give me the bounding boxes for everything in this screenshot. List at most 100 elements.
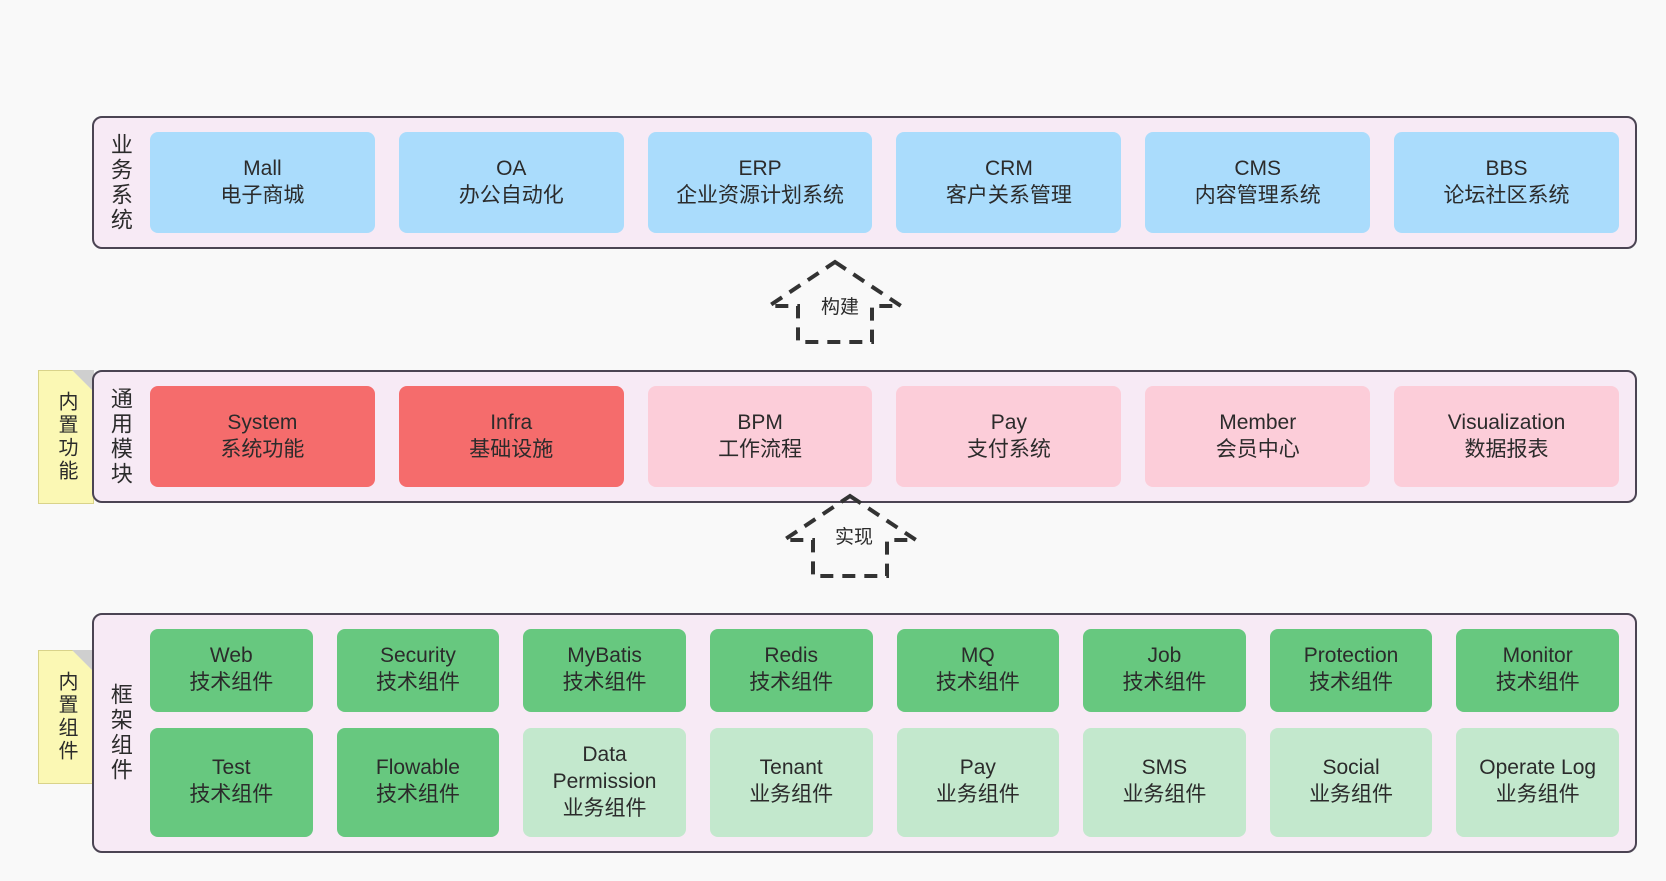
node-mall[interactable]: Mall 电子商城 (150, 132, 375, 233)
node-test-cn: 技术组件 (189, 783, 274, 807)
node-sms[interactable]: SMS 业务组件 (1083, 727, 1246, 837)
panel-body-common: System 系统功能 Infra 基础设施 BPM 工作流程 Pay 支付系统… (146, 372, 1635, 501)
node-operate-log-en: Operate Log (1479, 756, 1597, 780)
node-infra-cn: 基础设施 (469, 437, 554, 461)
node-system-en: System (227, 410, 298, 434)
connector-build-label: 构建 (818, 292, 863, 319)
panel-body-business: Mall 电子商城 OA 办公自动化 ERP 企业资源计划系统 CRM 客户关系… (146, 118, 1635, 247)
node-erp[interactable]: ERP 企业资源计划系统 (647, 132, 873, 233)
node-visualization[interactable]: Visualization 数据报表 (1394, 386, 1619, 487)
node-bbs[interactable]: BBS 论坛社区系统 (1394, 132, 1619, 233)
node-cms-cn: 内容管理系统 (1194, 183, 1321, 207)
node-cms-en: CMS (1234, 156, 1282, 180)
node-mybatis[interactable]: MyBatis 技术组件 (523, 629, 686, 712)
node-tenant-en: Tenant (759, 756, 823, 780)
node-mq-en: MQ (960, 644, 995, 668)
node-infra-en: Infra (490, 410, 533, 434)
node-sms-cn: 业务组件 (1122, 783, 1207, 807)
node-bpm[interactable]: BPM 工作流程 (647, 386, 873, 487)
connector-implement-arrow (775, 492, 925, 580)
node-social-cn: 业务组件 (1309, 783, 1394, 807)
node-web[interactable]: Web 技术组件 (150, 629, 313, 712)
layer-panel-common: 通用模块 System 系统功能 Infra 基础设施 BPM 工作流程 Pay… (92, 370, 1637, 503)
node-mq-cn: 技术组件 (935, 671, 1020, 695)
framework-row-tech: Web 技术组件 Security 技术组件 MyBatis 技术组件 Redi… (150, 629, 1619, 712)
node-mybatis-en: MyBatis (567, 644, 642, 668)
node-operate-log[interactable]: Operate Log 业务组件 (1456, 727, 1619, 837)
panel-label-business: 业务系统 (107, 132, 133, 233)
node-monitor-en: Monitor (1502, 644, 1573, 668)
layer-panel-framework: 框架组件 Web 技术组件 Security 技术组件 MyBatis 技术组件… (92, 613, 1637, 853)
node-oa[interactable]: OA 办公自动化 (398, 132, 624, 233)
node-social[interactable]: Social 业务组件 (1269, 727, 1433, 837)
node-test-en: Test (212, 756, 251, 780)
node-member-en: Member (1219, 410, 1297, 434)
node-web-cn: 技术组件 (189, 671, 274, 695)
node-sms-en: SMS (1141, 756, 1188, 780)
panel-label-framework: 框架组件 (107, 683, 133, 783)
node-bpm-en: BPM (737, 410, 783, 434)
common-row: System 系统功能 Infra 基础设施 BPM 工作流程 Pay 支付系统… (150, 386, 1619, 487)
node-data-permission[interactable]: Data Permission 业务组件 (523, 727, 686, 837)
panel-label-common: 通用模块 (107, 386, 133, 487)
node-visualization-cn: 数据报表 (1464, 437, 1549, 461)
node-flowable-cn: 技术组件 (375, 783, 460, 807)
node-bbs-en: BBS (1485, 156, 1528, 180)
node-infra[interactable]: Infra 基础设施 (398, 386, 624, 487)
node-security-en: Security (380, 644, 456, 668)
node-crm-cn: 客户关系管理 (945, 183, 1072, 207)
node-tenant-cn: 业务组件 (749, 783, 834, 807)
node-redis[interactable]: Redis 技术组件 (709, 629, 873, 712)
business-row: Mall 电子商城 OA 办公自动化 ERP 企业资源计划系统 CRM 客户关系… (150, 132, 1619, 233)
node-crm-en: CRM (984, 156, 1033, 180)
node-bpm-cn: 工作流程 (718, 437, 803, 461)
node-redis-cn: 技术组件 (749, 671, 834, 695)
node-system[interactable]: System 系统功能 (150, 386, 375, 487)
node-oa-cn: 办公自动化 (458, 183, 564, 207)
node-mall-cn: 电子商城 (220, 183, 305, 207)
node-test[interactable]: Test 技术组件 (150, 727, 313, 837)
node-data-permission-en: Data Permission (552, 742, 657, 793)
node-security-cn: 技术组件 (375, 671, 460, 695)
node-data-permission-cn: 业务组件 (562, 796, 647, 820)
node-crm[interactable]: CRM 客户关系管理 (896, 132, 1122, 233)
node-pay-component[interactable]: Pay 业务组件 (896, 727, 1060, 837)
node-pay-component-cn: 业务组件 (935, 783, 1020, 807)
node-member[interactable]: Member 会员中心 (1145, 386, 1371, 487)
node-cms[interactable]: CMS 内容管理系统 (1145, 132, 1371, 233)
node-monitor[interactable]: Monitor 技术组件 (1456, 629, 1619, 712)
node-mq[interactable]: MQ 技术组件 (896, 629, 1060, 712)
node-member-cn: 会员中心 (1215, 437, 1300, 461)
node-flowable-en: Flowable (375, 756, 460, 780)
node-security[interactable]: Security 技术组件 (336, 629, 500, 712)
node-flowable[interactable]: Flowable 技术组件 (336, 727, 500, 837)
framework-row-business: Test 技术组件 Flowable 技术组件 Data Permission … (150, 727, 1619, 837)
node-pay-component-en: Pay (959, 756, 996, 780)
node-mybatis-cn: 技术组件 (562, 671, 647, 695)
node-tenant[interactable]: Tenant 业务组件 (709, 727, 873, 837)
node-redis-en: Redis (764, 644, 819, 668)
node-erp-en: ERP (738, 156, 782, 180)
node-pay-module-cn: 支付系统 (966, 437, 1051, 461)
node-pay-module-en: Pay (990, 410, 1027, 434)
sticky-note-builtin-component: 内置组件 (38, 650, 94, 784)
node-web-en: Web (209, 644, 253, 668)
node-protection-cn: 技术组件 (1309, 671, 1394, 695)
node-protection-en: Protection (1303, 644, 1399, 668)
node-protection[interactable]: Protection 技术组件 (1269, 629, 1433, 712)
node-job[interactable]: Job 技术组件 (1083, 629, 1246, 712)
sticky-note-builtin-function: 内置功能 (38, 370, 94, 504)
node-visualization-en: Visualization (1447, 410, 1566, 434)
node-job-cn: 技术组件 (1122, 671, 1207, 695)
node-job-en: Job (1147, 644, 1182, 668)
connector-build-arrow (760, 258, 910, 346)
node-erp-cn: 企业资源计划系统 (676, 183, 845, 207)
node-monitor-cn: 技术组件 (1495, 671, 1580, 695)
layer-panel-business: 业务系统 Mall 电子商城 OA 办公自动化 ERP 企业资源计划系统 CRM… (92, 116, 1637, 249)
connector-implement-label: 实现 (832, 522, 877, 549)
panel-body-framework: Web 技术组件 Security 技术组件 MyBatis 技术组件 Redi… (146, 615, 1635, 851)
node-pay-module[interactable]: Pay 支付系统 (896, 386, 1122, 487)
node-mall-en: Mall (243, 156, 282, 180)
node-social-en: Social (1322, 756, 1380, 780)
